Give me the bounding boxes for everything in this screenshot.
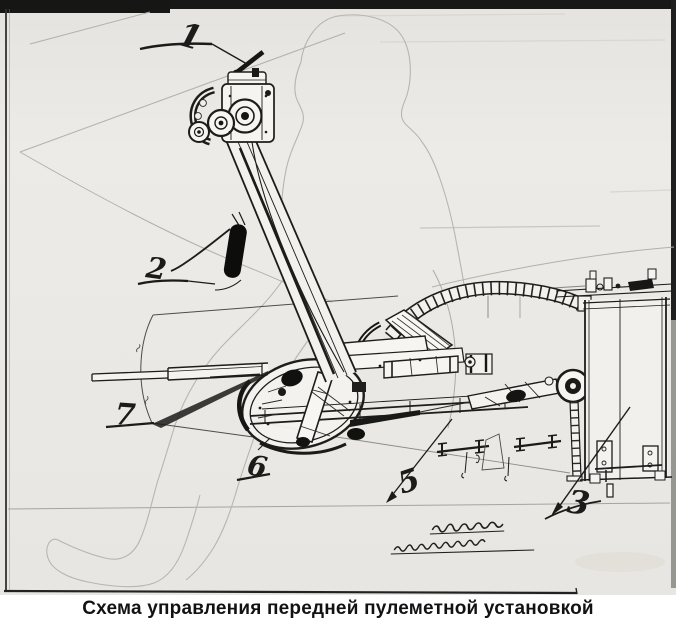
box-feed-mechanism bbox=[555, 268, 673, 298]
callout-3: 3 bbox=[544, 406, 631, 523]
gun-mount-assembly bbox=[237, 335, 565, 455]
box-mounting-brackets bbox=[589, 440, 666, 498]
scan-smudge bbox=[575, 552, 665, 572]
control-column bbox=[225, 131, 357, 383]
gun-barrel bbox=[91, 362, 269, 382]
ammo-feed-chute bbox=[384, 280, 592, 344]
ammo-box bbox=[555, 268, 673, 498]
callout-6: 6 bbox=[236, 437, 271, 484]
caption: Схема управления передней пулеметной уст… bbox=[82, 598, 594, 619]
bellcrank-pulley-linkage bbox=[467, 368, 591, 482]
callout-7: 7 bbox=[105, 371, 268, 433]
control-rods bbox=[436, 433, 562, 482]
scan-streaks bbox=[334, 13, 673, 229]
svg-text:7: 7 bbox=[113, 397, 136, 433]
grip-handle bbox=[170, 211, 247, 291]
frame-border bbox=[0, 0, 676, 595]
callout-2: 2 bbox=[137, 250, 216, 287]
rivet-dots bbox=[258, 358, 422, 426]
handwritten-note bbox=[390, 521, 535, 555]
column-head-mechanism bbox=[188, 50, 275, 146]
